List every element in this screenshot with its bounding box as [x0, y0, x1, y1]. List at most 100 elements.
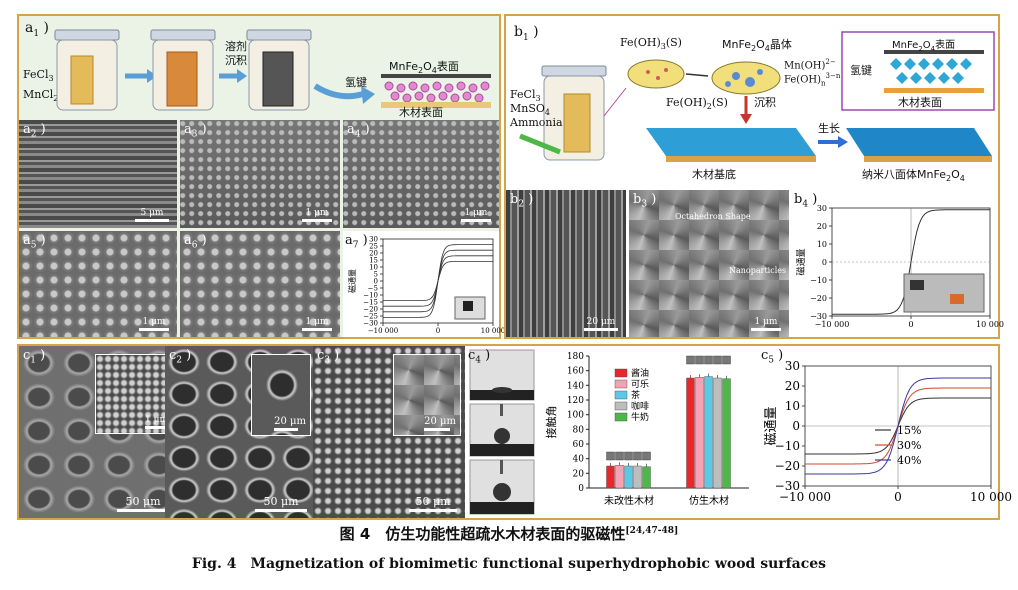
- b1-schematic: [519, 31, 995, 162]
- y-tick-label: 30: [785, 359, 800, 373]
- label-c3: c3 ): [317, 348, 340, 366]
- arrow-3: [313, 83, 364, 100]
- c4-contact-angle-bar-chart: 020406080100120140160180接触角未改性木材仿生木材酱油可乐…: [544, 352, 749, 507]
- mnfe2o4-top-layer: [381, 74, 491, 78]
- beaker-b: [541, 65, 607, 161]
- y-tick-label: 15: [369, 256, 378, 264]
- y-tick-label: 20: [817, 222, 827, 231]
- y-tick-label: 60: [573, 440, 585, 450]
- x-tick-label: 10 000: [481, 327, 506, 335]
- inset-c3: 20 μm: [393, 354, 461, 436]
- bar-2-1: [686, 377, 695, 489]
- nano-substrate: [846, 128, 992, 162]
- top-surface-text: MnFe2O4表面: [389, 60, 459, 76]
- b4-inset-photos: [903, 273, 985, 313]
- label-a3: a3 ): [184, 122, 207, 140]
- y-tick-label: 140: [567, 381, 584, 391]
- b-top-surface-text: MnFe2O4表面: [892, 40, 956, 53]
- beaker-1: [54, 29, 120, 111]
- scalebar-b3: 1 μm: [751, 317, 781, 331]
- y-tick-label: 25: [369, 242, 378, 250]
- caption-english: Fig. 4 Magnetization of biomimetic funct…: [191, 556, 827, 572]
- scalebar-c2-inset: 20 μm: [274, 416, 306, 431]
- droplet-thumb: [615, 451, 624, 461]
- y-tick-label: 0: [578, 484, 584, 494]
- droplet-thumb: [686, 355, 695, 365]
- panel-c: c1 ) 1 μm 50 μm c2 ) 20 μm 50 μm c3 ) 20…: [17, 344, 1012, 520]
- y-tick-label: 160: [567, 367, 584, 377]
- scalebar-c3-inset: 20 μm: [424, 416, 456, 431]
- series-line-1: [832, 209, 990, 315]
- scalebar-a3: 1 μm: [302, 208, 332, 222]
- b-grow-text: 生长: [818, 122, 840, 135]
- b-nano-text: 纳米八面体MnFe2O4: [862, 168, 965, 184]
- particle-layer: [384, 81, 490, 103]
- b-wood-surface-text: 木材表面: [898, 96, 942, 109]
- legend-label-3: 茶: [631, 389, 640, 401]
- scalebar-c3: 50 μm: [409, 495, 457, 512]
- droplet-images: [469, 349, 535, 515]
- droplet-thumb: [722, 355, 731, 365]
- scalebar-a6: 1 μm: [302, 317, 332, 331]
- y-tick-label: −30: [363, 319, 378, 327]
- callout-line: [603, 87, 627, 117]
- beaker-3: [246, 29, 312, 111]
- y-tick-label: 5: [374, 270, 378, 278]
- label-a7: a7 ): [345, 233, 368, 251]
- y-tick-label: 10: [369, 263, 378, 271]
- label-a5: a5 ): [23, 233, 46, 251]
- deposit-text: 沉积: [225, 54, 247, 67]
- b-deposit-text: 沉积: [754, 96, 776, 109]
- legend-label-2: 可乐: [631, 378, 649, 390]
- y-tick-label: 30: [817, 204, 827, 213]
- label-a6: a6 ): [184, 233, 207, 251]
- inset-wood-base: [884, 88, 984, 93]
- droplet-thumb: [633, 451, 642, 461]
- droplet-thumb: [624, 451, 633, 461]
- label-b4: b4 ): [794, 192, 818, 210]
- y-tick-label: −15: [363, 298, 378, 306]
- bar-1-2: [615, 465, 624, 489]
- scalebar-a4: 1 μm: [461, 208, 491, 222]
- label-c4: c4 ): [468, 348, 491, 366]
- inset-top-layer: [884, 50, 984, 54]
- fecl3-text: FeCl3: [23, 68, 54, 84]
- y-tick-label: −20: [363, 305, 378, 313]
- b-hbond-text: 氢键: [850, 64, 872, 77]
- y-tick-label: −10: [810, 276, 827, 285]
- y-axis-label: 磁通量: [764, 406, 779, 445]
- arrowhead-3: [361, 86, 375, 104]
- beaker-2: [150, 29, 216, 111]
- legend-label-5: 牛奶: [631, 411, 649, 423]
- y-tick-label: 100: [567, 411, 584, 421]
- y-tick-label: 20: [369, 249, 378, 257]
- x-category-label: 仿生木材: [689, 494, 729, 507]
- a1-beakers-diagram: [54, 29, 491, 111]
- bar-2-4: [713, 377, 722, 489]
- y-axis-label: 接触角: [544, 406, 558, 439]
- droplet-thumb: [606, 451, 615, 461]
- sem-a5: a5 ) 1 μm: [19, 231, 177, 337]
- sem-a2: a2 ) 5 μm: [19, 120, 177, 228]
- x-tick-label: 10 000: [970, 490, 1012, 504]
- bar-2-3: [704, 376, 713, 489]
- mncl2-text: MnCl2: [23, 88, 59, 104]
- inset-c1: 1 μm: [95, 354, 173, 434]
- legend-swatch-5: [614, 412, 628, 422]
- sem-c1: c1 ) 1 μm 50 μm: [19, 346, 177, 518]
- x-tick-label: −10 000: [368, 327, 398, 335]
- label-c1: c1 ): [23, 348, 46, 366]
- legend-swatch-4: [614, 401, 628, 411]
- b-feohn-text: Fe(OH)n3−n: [784, 72, 841, 88]
- x-tick-label: −10 000: [779, 490, 831, 504]
- panel-b: b1 ) FeCl3 MnSO4: [504, 14, 1004, 339]
- y-axis-label: 磁通量: [795, 248, 807, 275]
- b4-inset-sample-1: [910, 280, 924, 290]
- legend-label-3: 40%: [897, 454, 921, 467]
- y-tick-label: 20: [785, 379, 800, 393]
- y-axis-label: 磁通量: [347, 269, 357, 293]
- scalebar-a2: 5 μm: [135, 208, 169, 222]
